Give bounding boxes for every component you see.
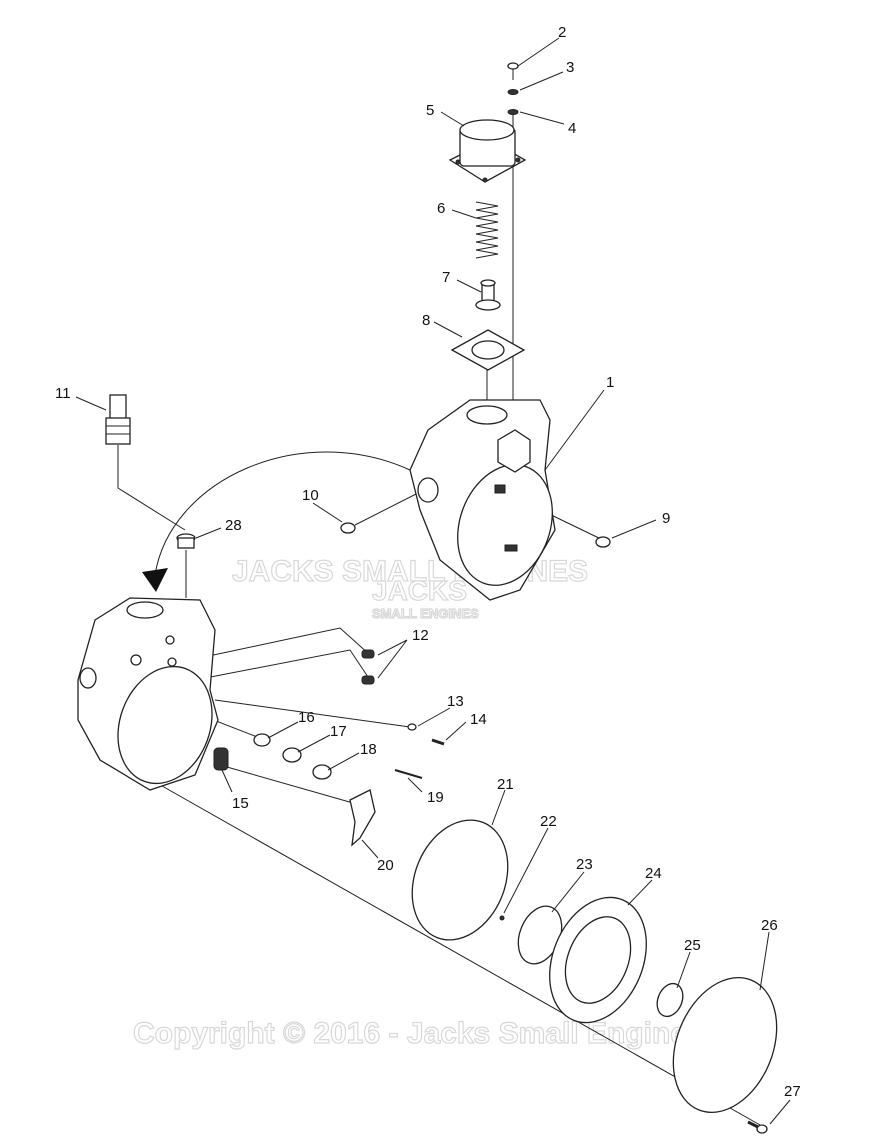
lower-housing xyxy=(77,597,219,791)
callout-labels: 2 3 4 5 6 7 8 1 9 10 11 28 12 13 14 15 1… xyxy=(55,24,801,1100)
part-22-pin xyxy=(499,915,505,921)
part-24-diaphragm xyxy=(549,896,647,1024)
callout-23: 23 xyxy=(576,856,593,873)
callout-25: 25 xyxy=(684,937,701,954)
callout-1: 1 xyxy=(606,374,614,391)
part-1-housing xyxy=(409,399,556,601)
callout-24: 24 xyxy=(645,865,662,882)
part-14-screw xyxy=(431,738,445,746)
part-17-disc xyxy=(282,747,302,763)
part-7-plunger xyxy=(475,279,501,311)
part-2-screw xyxy=(507,62,519,80)
part-25-disc xyxy=(656,982,684,1018)
part-21-gasket xyxy=(411,819,509,941)
callout-10: 10 xyxy=(302,487,319,504)
callout-2: 2 xyxy=(558,24,566,41)
callout-9: 9 xyxy=(662,510,670,527)
watermark-logo-top: JACKS xyxy=(372,575,467,606)
watermark-logo-bottom: SMALL ENGINES xyxy=(372,606,479,621)
callout-14: 14 xyxy=(470,711,487,728)
callout-28: 28 xyxy=(225,517,242,534)
part-11-fitting xyxy=(105,394,131,445)
part-26-cover xyxy=(672,977,778,1113)
callout-27: 27 xyxy=(784,1083,801,1100)
part-16-seal xyxy=(253,733,271,747)
callout-6: 6 xyxy=(437,200,445,217)
part-6-spring xyxy=(475,198,499,260)
part-5-cover xyxy=(448,119,527,183)
part-15-spring xyxy=(213,747,229,771)
callout-15: 15 xyxy=(232,795,249,812)
callout-26: 26 xyxy=(761,917,778,934)
part-18-disc xyxy=(312,764,332,780)
part-27-screw xyxy=(747,1120,768,1134)
callout-5: 5 xyxy=(426,102,434,119)
part-12-screws xyxy=(361,649,375,685)
callout-19: 19 xyxy=(427,789,444,806)
part-10-oring xyxy=(340,522,356,534)
part-20-lever xyxy=(349,789,376,847)
part-3-washer xyxy=(507,89,519,95)
part-28-plug xyxy=(176,533,196,549)
part-19-pin xyxy=(394,769,423,779)
callout-13: 13 xyxy=(447,693,464,710)
direction-arrow-icon xyxy=(142,568,168,592)
callout-4: 4 xyxy=(568,120,576,137)
callout-21: 21 xyxy=(497,776,514,793)
part-13-washer xyxy=(407,723,417,731)
callout-11: 11 xyxy=(55,385,71,402)
part-4-oring xyxy=(507,109,519,115)
callout-22: 22 xyxy=(540,813,557,830)
part-8-gasket xyxy=(450,329,526,371)
callout-18: 18 xyxy=(360,741,377,758)
watermark-copyright: Copyright © 2016 - Jacks Small Engines xyxy=(133,1017,704,1050)
callout-3: 3 xyxy=(566,59,574,76)
callout-17: 17 xyxy=(330,723,347,740)
part-9-oring xyxy=(595,536,611,548)
callout-12: 12 xyxy=(412,627,429,644)
callout-8: 8 xyxy=(422,312,430,329)
callout-7: 7 xyxy=(442,269,450,286)
callout-20: 20 xyxy=(377,857,394,874)
callout-16: 16 xyxy=(298,709,315,726)
callout-leaders xyxy=(75,37,791,1125)
